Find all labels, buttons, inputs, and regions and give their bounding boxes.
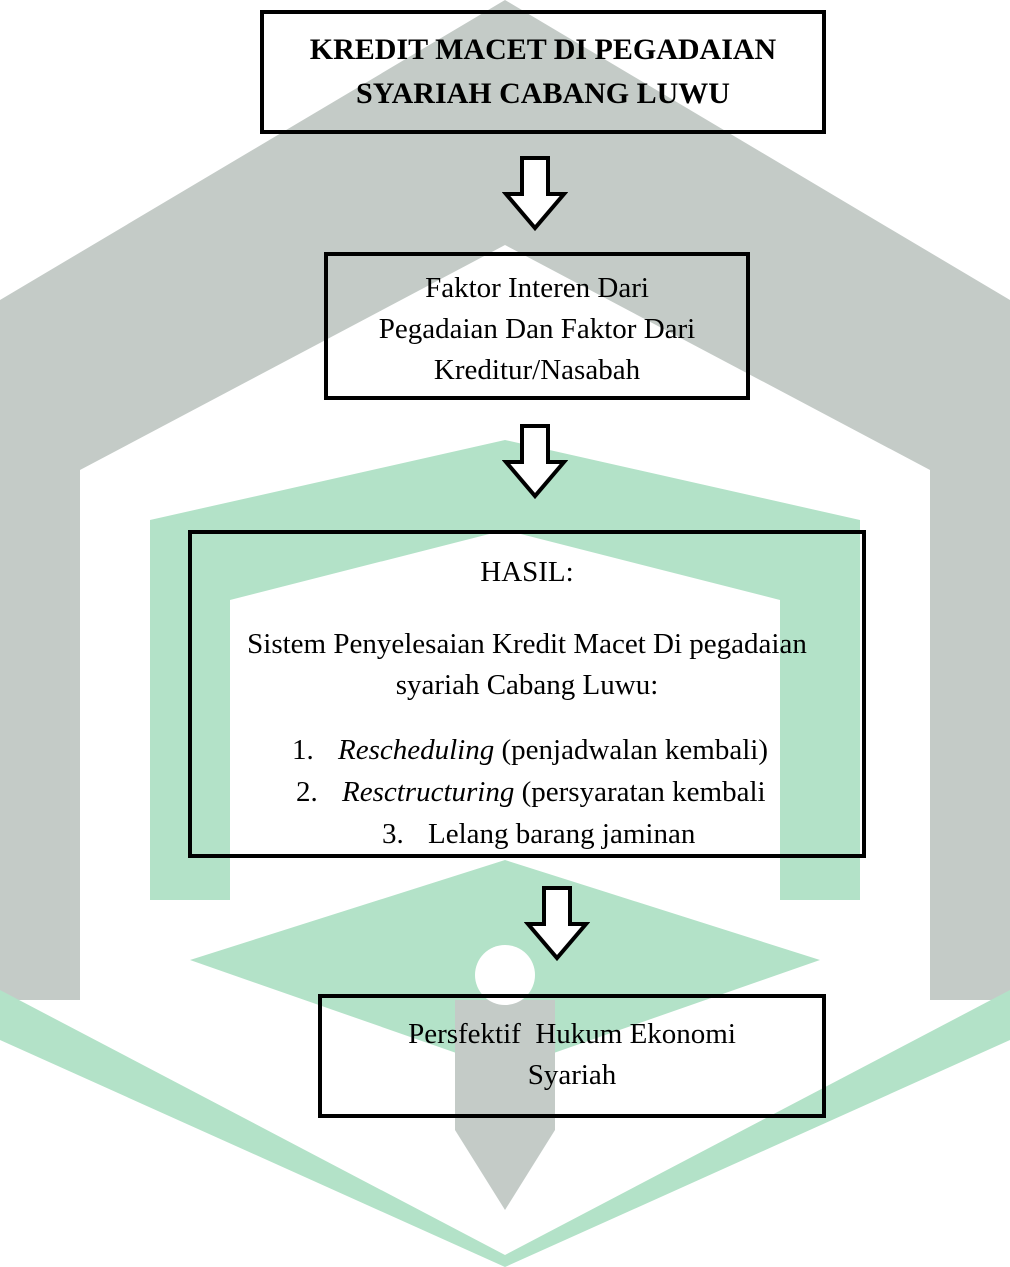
factors-line-3: Kreditur/Nasabah — [433, 354, 641, 386]
result-list-item-1: 1. Rescheduling (penjadwalan kembali) — [292, 730, 768, 771]
result-box: HASIL: Sistem Penyelesaian Kredit Macet … — [188, 530, 866, 858]
factors-line-1: Faktor Interen Dari — [425, 272, 649, 304]
list-term: Rescheduling — [338, 734, 495, 766]
list-detail: (penjadwalan kembali) — [494, 734, 769, 766]
result-description-line-1: Sistem Penyelesaian Kredit Macet Di pega… — [247, 628, 807, 660]
list-number: 3. — [382, 818, 404, 850]
result-description-line-2: syariah Cabang Luwu: — [395, 669, 659, 701]
result-list-item-2: 2. Resctructuring (persyaratan kembali — [296, 772, 766, 813]
title-box: KREDIT MACET DI PEGADAIAN SYARIAH CABANG… — [260, 10, 826, 134]
down-arrow-1 — [502, 156, 568, 232]
list-number: 1. — [292, 734, 314, 766]
title-line-1: KREDIT MACET DI PEGADAIAN — [309, 33, 777, 66]
perspective-box: Persfektif Hukum Ekonomi Syariah — [318, 994, 826, 1118]
down-arrow-3 — [524, 886, 590, 962]
title-line-2: SYARIAH CABANG LUWU — [356, 77, 730, 110]
perspective-line-1: Persfektif Hukum Ekonomi — [408, 1018, 736, 1050]
result-description: Sistem Penyelesaian Kredit Macet Di pega… — [192, 624, 862, 706]
perspective-line-2: Syariah — [527, 1059, 617, 1091]
watermark-gray-hexagon-roof — [0, 0, 1010, 1000]
factors-box: Faktor Interen Dari Pegadaian Dan Faktor… — [324, 252, 750, 400]
watermark-pen-nib — [455, 945, 555, 1210]
result-list-item-3: 3. Lelang barang jaminan — [382, 814, 695, 855]
result-heading: HASIL: — [480, 556, 574, 588]
list-detail: (persyaratan kembali — [514, 776, 766, 808]
list-number: 2. — [296, 776, 318, 808]
down-arrow-2 — [502, 424, 568, 500]
list-detail: Lelang barang jaminan — [428, 818, 696, 850]
factors-line-2: Pegadaian Dan Faktor Dari — [378, 313, 696, 345]
list-term: Resctructuring — [342, 776, 515, 808]
